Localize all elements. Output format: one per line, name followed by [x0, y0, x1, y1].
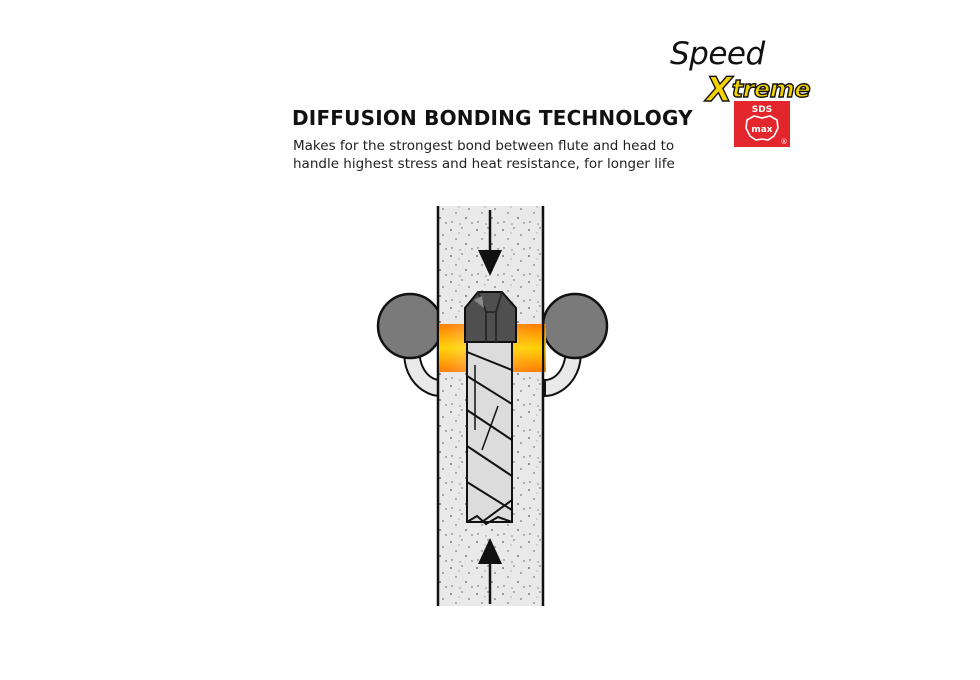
- sds-max-badge-icon: SDS max ®: [734, 101, 790, 147]
- logo-speed-text: Speed: [670, 36, 765, 72]
- badge-bottom-text: max: [751, 125, 772, 135]
- badge-top-text: SDS: [752, 105, 772, 115]
- speed-xtreme-logo: Speed Xtreme: [668, 36, 811, 111]
- drill-bit-icon: [464, 291, 517, 526]
- diffusion-bonding-diagram: [376, 206, 609, 606]
- headline: DIFFUSION BONDING TECHNOLOGY: [292, 106, 693, 130]
- logo-xtreme-rest: treme: [731, 74, 811, 103]
- arrow-down-icon: [478, 210, 502, 276]
- logo-xtreme-text: Xtreme: [705, 66, 811, 110]
- description: Makes for the strongest bond between flu…: [293, 138, 675, 172]
- badge-reg-mark: ®: [781, 138, 788, 146]
- logo-xtreme-initial: X: [705, 69, 733, 110]
- badge-shield-outline: [745, 115, 779, 141]
- arrow-up-icon: [478, 538, 502, 604]
- left-roller-icon: [376, 292, 444, 360]
- right-roller-icon: [541, 292, 609, 360]
